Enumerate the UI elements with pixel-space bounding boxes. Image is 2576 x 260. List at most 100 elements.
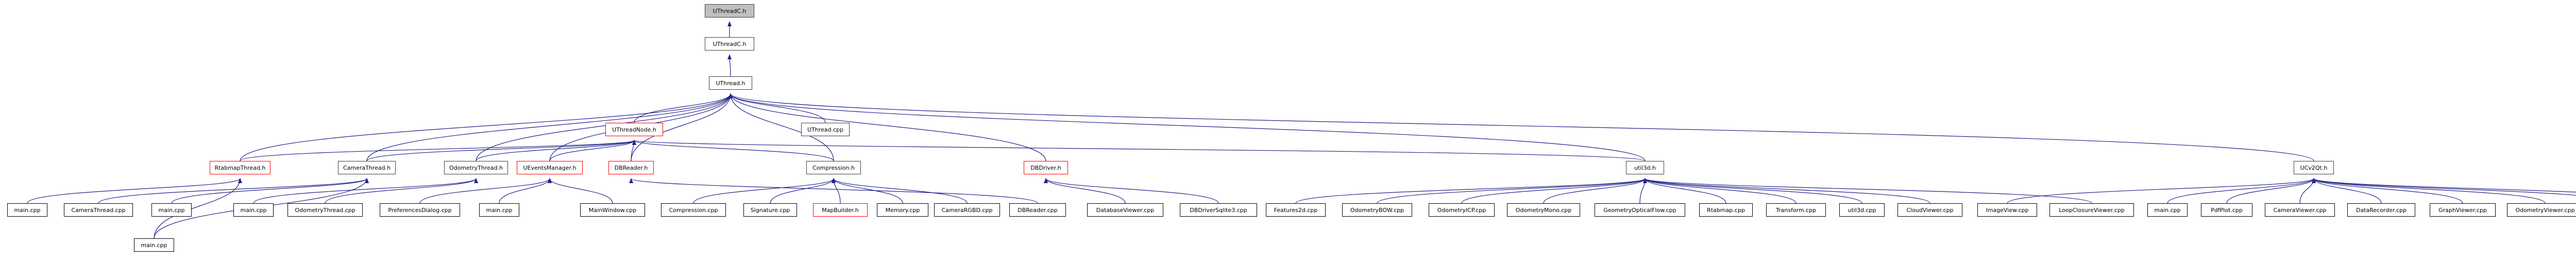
graph-node-label: UThreadNode.h [612,126,656,133]
graph-edge [1643,178,1862,204]
graph-edge [693,178,836,204]
graph-node-imageview-cpp[interactable]: ImageView.cpp [1977,203,2037,217]
graph-edge [728,93,2314,161]
graph-node-rtabmapthread-h[interactable]: RtabmapThread.h [210,161,270,174]
graph-node-camerargbd-cpp[interactable]: CameraRGBD.cpp [934,203,1000,217]
graph-node-databaseviewer-cpp[interactable]: DatabaseViewer.cpp [1087,203,1163,217]
graph-node-label: OdometryViewer.cpp [2515,206,2575,214]
graph-node-cloudviewer-cpp[interactable]: CloudViewer.cpp [1897,203,1962,217]
graph-edge [476,140,636,161]
graph-node-main-cpp[interactable]: main.cpp [2147,203,2188,217]
graph-node-odometrythread-cpp[interactable]: OdometryThread.cpp [287,203,363,217]
graph-node-uthread-cpp[interactable]: UThread.cpp [801,123,850,136]
graph-node-cameraviewer-cpp[interactable]: CameraViewer.cpp [2265,203,2335,217]
graph-node-ueventsmanager-h[interactable]: UEventsManager.h [517,161,583,174]
graph-node-datarecorder-cpp[interactable]: DataRecorder.cpp [2347,203,2415,217]
graph-node-uthreadnode-h[interactable]: UThreadNode.h [605,123,663,136]
graph-edge [1543,178,1647,204]
graph-edge [1044,178,1126,204]
graph-node-odometryviewer-cpp[interactable]: OdometryViewer.cpp [2507,203,2576,217]
graph-edge [832,178,903,204]
graph-node-label: UThreadC.h [713,7,747,14]
graph-node-memory-cpp[interactable]: Memory.cpp [877,203,928,217]
graph-node-camerathread-cpp[interactable]: CameraThread.cpp [64,203,133,217]
graph-node-main-cpp[interactable]: main.cpp [7,203,47,217]
graph-node-label: Memory.cpp [885,206,920,214]
graph-node-label: OdometryThread.h [449,164,503,171]
graph-node-compression-h[interactable]: Compression.h [806,161,861,174]
graph-node-label: CameraThread.h [343,164,391,171]
graph-edge [2312,178,2576,196]
graph-edge [1639,178,1647,204]
graph-edge [728,93,1646,161]
graph-node-label: util3d.cpp [1848,206,1876,214]
graph-node-ucv2qt-h[interactable]: UCv2Qt.h [2294,161,2334,174]
graph-edge [629,178,1038,204]
graph-node-label: Compression.h [812,164,855,171]
graph-node-label: DBReader.h [614,164,648,171]
graph-edge [240,140,636,161]
graph-edge [633,140,1646,161]
graph-node-label: LoopClosureViewer.cpp [2059,206,2125,214]
graph-node-uthread-h[interactable]: UThread.h [709,76,752,90]
graph-node-transform-cpp[interactable]: Transform.cpp [1766,203,1826,217]
graph-node-main-cpp[interactable]: main.cpp [134,238,174,252]
graph-node-compression-cpp[interactable]: Compression.cpp [661,203,726,217]
graph-node-label: util3d.h [1634,164,1656,171]
graph-node-label: UThread.h [716,79,745,87]
graph-node-main-cpp[interactable]: main.cpp [479,203,519,217]
graph-node-pdfplot-cpp[interactable]: PdfPlot.cpp [2201,203,2252,217]
graph-edge [634,93,733,123]
graph-edge [366,93,733,161]
graph-edge [1461,178,1647,204]
graph-node-util3d-cpp[interactable]: util3d.cpp [1839,203,1885,217]
graph-node-label: main.cpp [158,206,185,214]
graph-node-dbreader-cpp[interactable]: DBReader.cpp [1009,203,1066,217]
graph-edge [832,178,968,204]
graph-node-dbdriver-h[interactable]: DBDriver.h [1024,161,1068,174]
graph-edge [2312,178,2382,204]
graph-node-odometrythread-h[interactable]: OdometryThread.h [444,161,508,174]
graph-node-loopclosureviewer-cpp[interactable]: LoopClosureViewer.cpp [2049,203,2134,217]
graph-edge [1643,178,1797,204]
graph-node-label: RtabmapThread.h [214,164,266,171]
graph-node-label: CameraViewer.cpp [2273,206,2327,214]
graph-edge [27,178,242,204]
graph-node-dbreader-h[interactable]: DBReader.h [608,161,654,174]
graph-node-signature-cpp[interactable]: Signature.cpp [743,203,797,217]
graph-node-camerathread-h[interactable]: CameraThread.h [338,161,396,174]
graph-node-label: main.cpp [14,206,41,214]
graph-edge [1643,178,1726,204]
graph-edge [419,178,552,204]
graph-node-label: Rtabmap.cpp [1707,206,1745,214]
graph-node-util3d-h[interactable]: util3d.h [1626,161,1664,174]
graph-node-dbdriversqlite3-cpp[interactable]: DBDriverSqlite3.cpp [1180,203,1257,217]
graph-edge [2312,178,2463,204]
graph-node-mapbuilder-h[interactable]: MapBuilder.h [813,203,868,217]
graph-node-odometryicp-cpp[interactable]: OdometryICP.cpp [1429,203,1495,217]
graph-node-rtabmap-cpp[interactable]: Rtabmap.cpp [1699,203,1753,217]
graph-node-label: OdometryICP.cpp [1437,206,1486,214]
graph-node-preferencesdialog-cpp[interactable]: PreferencesDialog.cpp [380,203,460,217]
graph-node-main-cpp[interactable]: main.cpp [151,203,192,217]
graph-node-odometrymono-cpp[interactable]: OdometryMono.cpp [1507,203,1580,217]
graph-node-features2d-cpp[interactable]: Features2d.cpp [1266,203,1326,217]
graph-node-label: Compression.cpp [669,206,718,214]
graph-node-odometrybow-cpp[interactable]: OdometryBOW.cpp [1342,203,1412,217]
graph-edge [832,178,841,204]
graph-node-label: DBDriverSqlite3.cpp [1190,206,1247,214]
graph-node-label: UThread.cpp [807,126,844,133]
graph-node-uthreadc-h[interactable]: UThreadC.h [705,37,754,51]
graph-node-main-cpp[interactable]: main.cpp [233,203,274,217]
graph-node-graphviewer-cpp[interactable]: GraphViewer.cpp [2430,203,2496,217]
graph-edge [2299,178,2316,204]
graph-node-uthreadc-h[interactable]: UThreadC.h [705,4,754,18]
graph-edge [631,140,636,161]
graph-node-geometryopticalflow-cpp[interactable]: GeometryOpticalFlow.cpp [1595,203,1685,217]
graph-edge [1643,178,1930,204]
graph-node-label: PdfPlot.cpp [2211,206,2243,214]
graph-node-label: GeometryOpticalFlow.cpp [1603,206,1676,214]
graph-node-mainwindow-cpp[interactable]: MainWindow.cpp [580,203,645,217]
